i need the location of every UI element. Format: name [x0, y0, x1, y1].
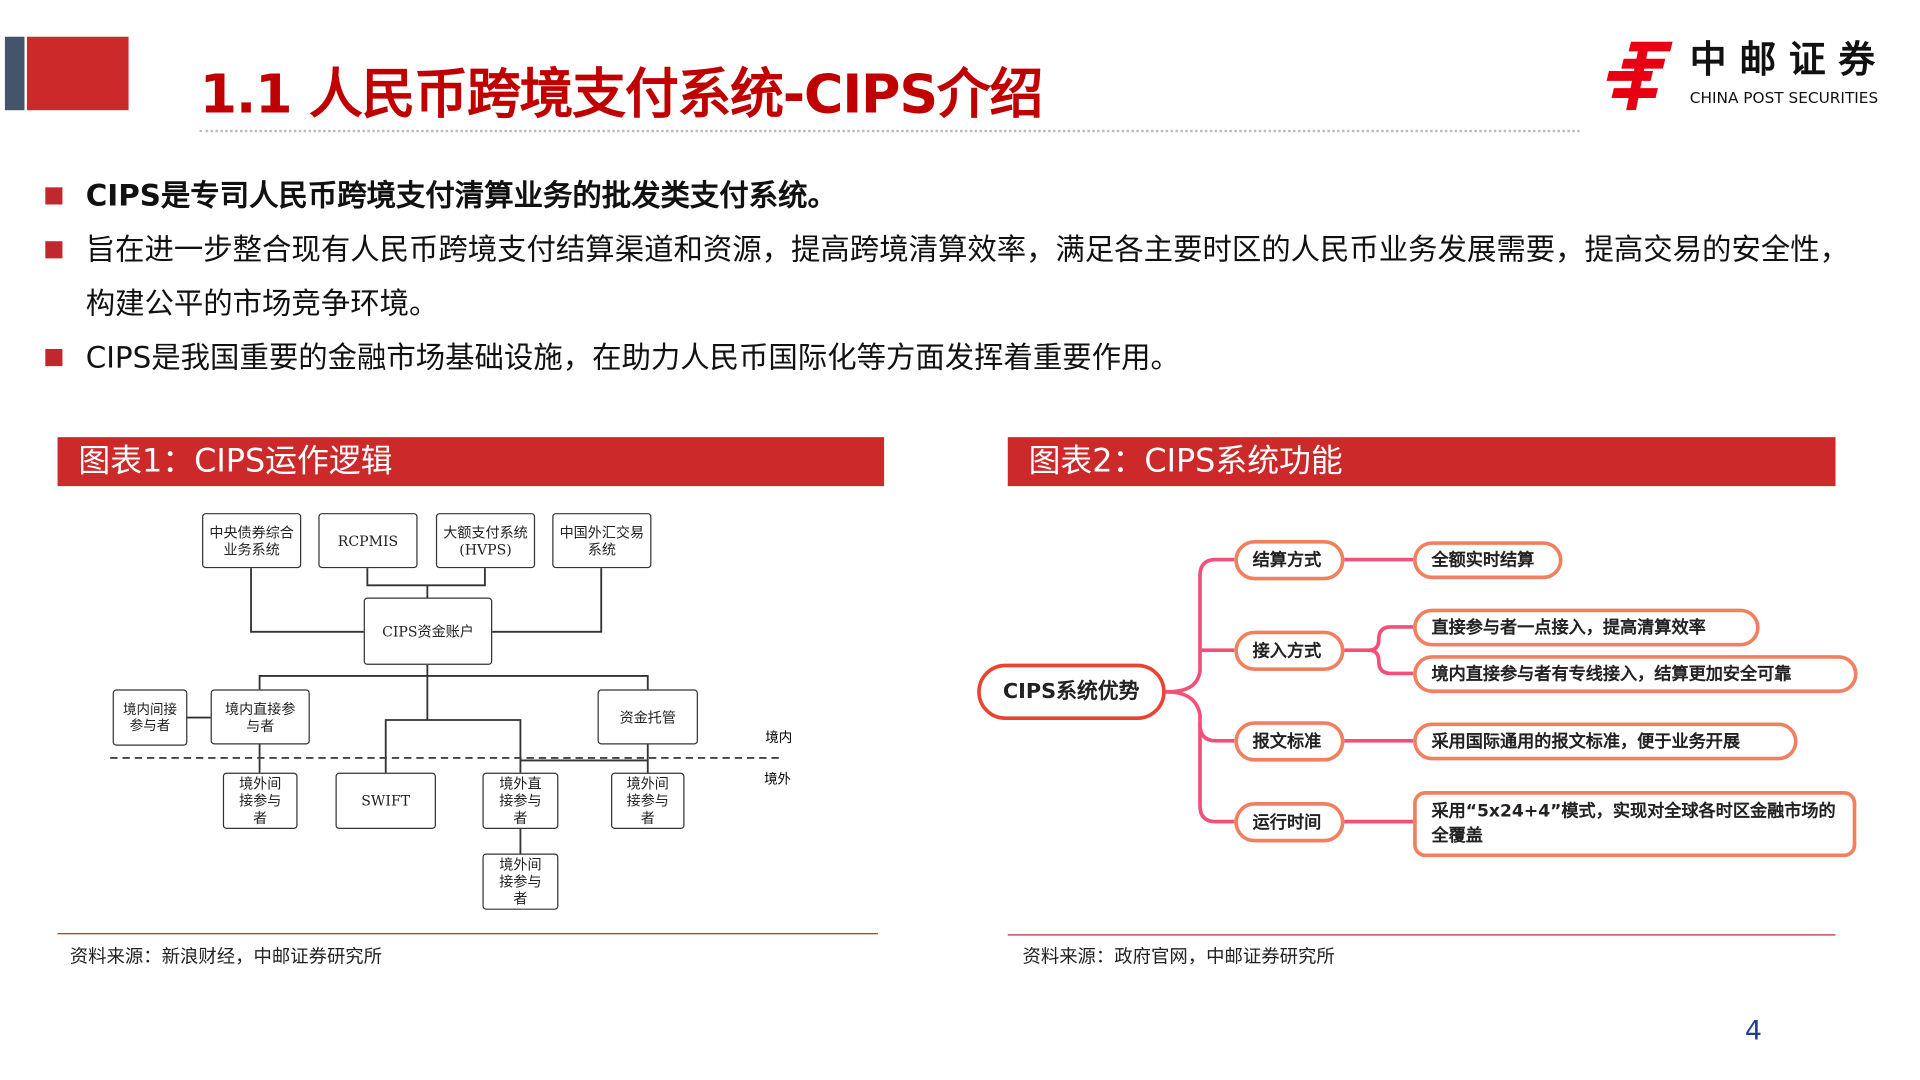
- node-cfets: 中国外汇交易系统: [552, 513, 652, 569]
- logo-text-cn: 中 邮 证 券: [1689, 39, 1876, 83]
- node-custody: 资金托管: [597, 689, 698, 745]
- node-swift: SWIFT: [335, 772, 436, 829]
- title-divider: [199, 129, 1580, 133]
- bullet-row: CIPS是专司人民币跨境支付清算业务的批发类支付系统。: [45, 169, 1876, 223]
- china-post-logo-icon: [1606, 41, 1673, 111]
- figure1-divider: [57, 933, 878, 935]
- bullet-list: CIPS是专司人民币跨境支付清算业务的批发类支付系统。 旨在进一步整合现有人民币…: [45, 169, 1876, 385]
- page-number: 4: [1744, 1016, 1763, 1047]
- logo: 中 邮 证 券 CHINA POST SECURITIES: [1604, 39, 1904, 112]
- mindmap-leaf: 境内直接参与者有专线接入，结算更加安全可靠: [1413, 655, 1858, 694]
- node-domestic-direct: 境内直接参与者: [210, 689, 310, 745]
- node-hvps: 大额支付系统(HVPS): [435, 513, 536, 569]
- figure1-source: 资料来源：新浪财经，中邮证券研究所: [69, 945, 383, 968]
- mindmap-branch-message: 报文标准: [1234, 721, 1345, 762]
- node-overseas-indirect: 境外间接参与者: [482, 853, 559, 910]
- accent-bar-red: [26, 36, 129, 111]
- bullet-1: CIPS是专司人民币跨境支付清算业务的批发类支付系统。: [85, 178, 837, 214]
- mindmap-leaf: 直接参与者一点接入，提高清算效率: [1413, 608, 1760, 647]
- figure1-title: 图表1：CIPS运作逻辑: [57, 437, 885, 487]
- mindmap-branch-hours: 运行时间: [1234, 802, 1345, 843]
- mindmap-root: CIPS系统优势: [977, 663, 1166, 721]
- figure2-title: 图表2：CIPS系统功能: [1007, 437, 1836, 487]
- node-rcpmis: RCPMIS: [318, 513, 418, 569]
- bullet-row: CIPS是我国重要的金融市场基础设施，在助力人民币国际化等方面发挥着重要作用。: [45, 331, 1876, 385]
- page-title: 1.1 人民币跨境支付系统-CIPS介绍: [199, 63, 1044, 127]
- label-overseas: 境外: [764, 771, 792, 788]
- node-ccdc: 中央债券综合业务系统: [202, 513, 302, 569]
- accent-bar-slate: [4, 36, 25, 111]
- bullet-icon: [45, 187, 63, 205]
- figure2-source: 资料来源：政府官网，中邮证券研究所: [1022, 945, 1335, 968]
- mindmap-branch-settlement: 结算方式: [1234, 540, 1345, 581]
- logo-text-en: CHINA POST SECURITIES: [1689, 88, 1879, 107]
- figure2-divider: [1007, 934, 1836, 936]
- bullet-icon: [45, 348, 63, 367]
- mindmap-leaf: 采用国际通用的报文标准，便于业务开展: [1413, 722, 1798, 761]
- node-cips-account: CIPS资金账户: [363, 597, 493, 665]
- node-overseas-indirect: 境外间接参与者: [611, 772, 685, 829]
- mindmap-leaf: 采用“5x24+4”模式，实现对全球各时区金融市场的全覆盖: [1413, 791, 1857, 858]
- bullet-3: CIPS是我国重要的金融市场基础设施，在助力人民币国际化等方面发挥着重要作用。: [85, 340, 1180, 375]
- mindmap-leaf: 全额实时结算: [1413, 541, 1563, 580]
- bullet-icon: [45, 241, 63, 259]
- node-overseas-direct: 境外直接参与者: [482, 772, 559, 829]
- bullet-2: 旨在进一步整合现有人民币跨境支付结算渠道和资源，提高跨境清算效率，满足各主要时区…: [85, 232, 1849, 321]
- mindmap-branch-access: 接入方式: [1234, 630, 1345, 672]
- label-domestic: 境内: [765, 729, 793, 746]
- bullet-row: 旨在进一步整合现有人民币跨境支付结算渠道和资源，提高跨境清算效率，满足各主要时区…: [45, 223, 1876, 331]
- node-domestic-indirect: 境内间接参与者: [112, 689, 188, 746]
- node-overseas-indirect: 境外间接参与者: [222, 772, 298, 829]
